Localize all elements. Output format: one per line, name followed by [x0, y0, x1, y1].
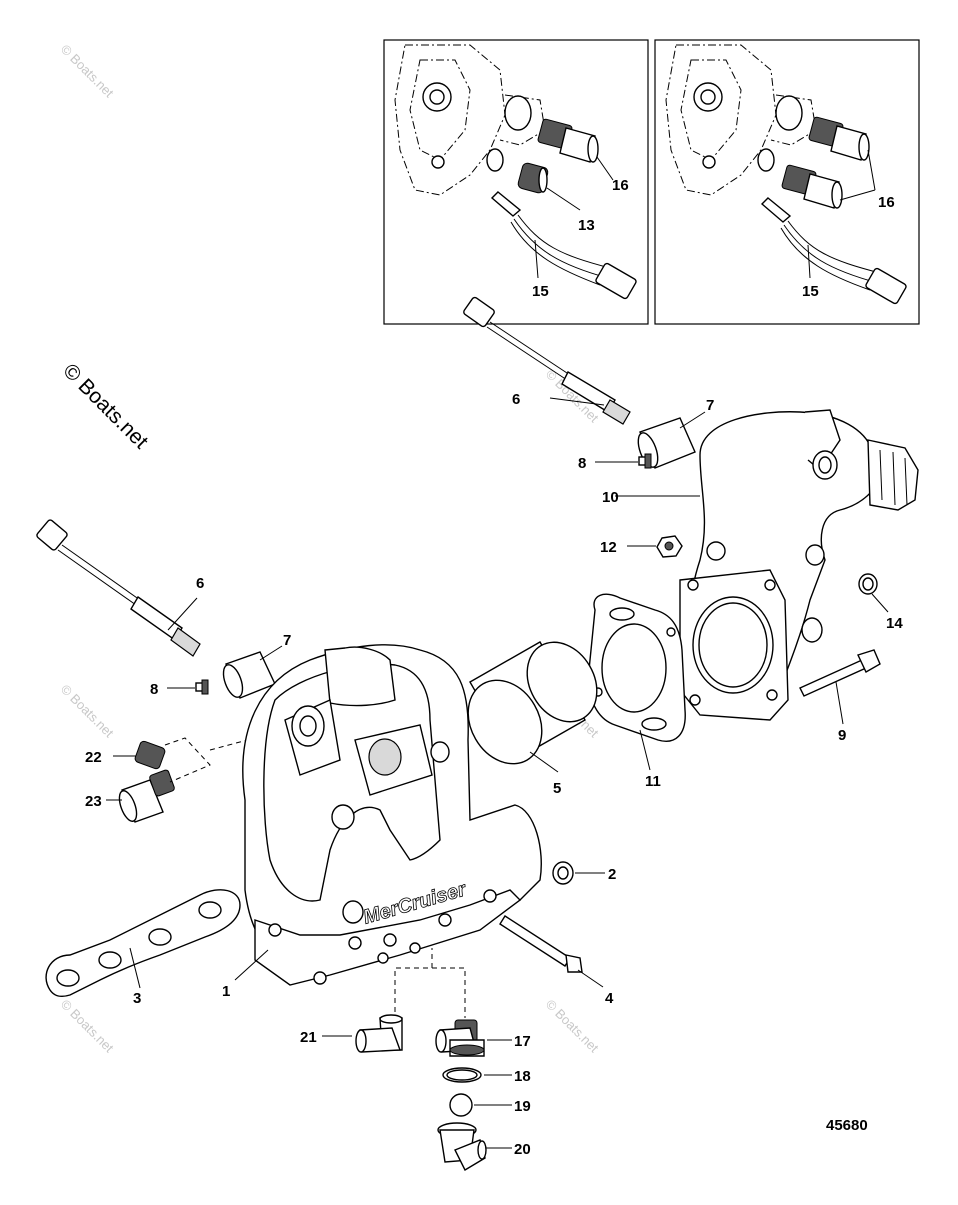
screw-8-left	[195, 679, 209, 695]
callout-22: 22	[85, 749, 102, 766]
callout-21: 21	[300, 1029, 317, 1046]
watermark-bottom-center: © Boats.net	[543, 997, 602, 1056]
gasket-3	[45, 889, 241, 998]
callout-12: 12	[600, 539, 617, 556]
callout-9: 9	[838, 727, 846, 744]
plug-16-inset-right-a	[808, 116, 870, 161]
plug-14	[858, 573, 878, 595]
callout-4: 4	[605, 990, 614, 1007]
callout-15-inset-left: 15	[532, 283, 549, 300]
plug-13	[517, 162, 549, 194]
watermark-top-left: © Boats.net	[58, 42, 117, 101]
callout-19: 19	[514, 1098, 531, 1115]
callout-11: 11	[645, 773, 661, 790]
callout-10: 10	[602, 489, 619, 506]
callout-16-inset-right: 16	[878, 194, 895, 211]
inset-left: 16 13 15	[383, 39, 649, 325]
callout-7-upper: 7	[706, 397, 714, 414]
sensor-15-inset-left	[490, 191, 637, 300]
bolt-4	[499, 915, 583, 973]
callout-2: 2	[608, 866, 616, 883]
diagram-reference-number: 45680	[826, 1117, 868, 1134]
watermark-left-mid: © Boats.net	[58, 682, 117, 741]
elbow-flange-end	[867, 439, 919, 511]
exhaust-elbow-10	[679, 409, 919, 721]
sleeve-5	[467, 641, 598, 765]
watermark-bottom-left: © Boats.net	[58, 997, 117, 1056]
elbow-fitting-20	[437, 1122, 487, 1171]
plug-22	[134, 740, 166, 770]
o-ring-18	[442, 1067, 482, 1083]
plug-16-inset-right-b	[781, 164, 843, 209]
fitting-23	[118, 769, 175, 823]
inset-left-manifold-ghost	[394, 44, 546, 196]
fitting-17	[435, 1019, 485, 1057]
plug-16-inset-left	[537, 118, 599, 163]
plug-2	[552, 861, 574, 885]
callout-6-left: 6	[196, 575, 204, 592]
callout-17: 17	[514, 1033, 531, 1050]
mercruiser-logo-emblem	[368, 738, 402, 776]
callout-5: 5	[553, 780, 561, 797]
o2-sensor-upper	[463, 296, 631, 425]
inset-right: 16 15	[654, 39, 920, 325]
callout-18: 18	[514, 1068, 531, 1085]
elbow-fitting-21	[355, 1014, 403, 1053]
callout-1: 1	[222, 983, 230, 1000]
callout-3: 3	[133, 990, 141, 1007]
callout-20: 20	[514, 1141, 531, 1158]
inset-right-manifold-ghost	[665, 44, 817, 196]
check-ball-19	[449, 1093, 473, 1117]
callout-15-inset-right: 15	[802, 283, 819, 300]
callout-7-left: 7	[283, 632, 291, 649]
elbow-stud-washer	[706, 541, 726, 561]
heat-shield-left	[222, 651, 276, 699]
bolt-9	[799, 649, 881, 697]
callout-23: 23	[85, 793, 102, 810]
callout-14: 14	[886, 615, 903, 632]
callout-8-left: 8	[150, 681, 158, 698]
callout-13: 13	[578, 217, 595, 234]
callout-6-upper: 6	[512, 391, 520, 408]
sensor-15-inset-right	[760, 197, 907, 305]
watermark-large: © Boats.net	[58, 359, 152, 453]
gasket-11	[587, 593, 686, 742]
callout-16-inset-left: 16	[612, 177, 629, 194]
nut-12	[656, 535, 683, 558]
callout-8-upper: 8	[578, 455, 586, 472]
screw-8-upper	[638, 453, 652, 469]
exhaust-manifold-1: MerCruiser	[242, 644, 542, 986]
o2-sensor-left	[36, 519, 201, 657]
